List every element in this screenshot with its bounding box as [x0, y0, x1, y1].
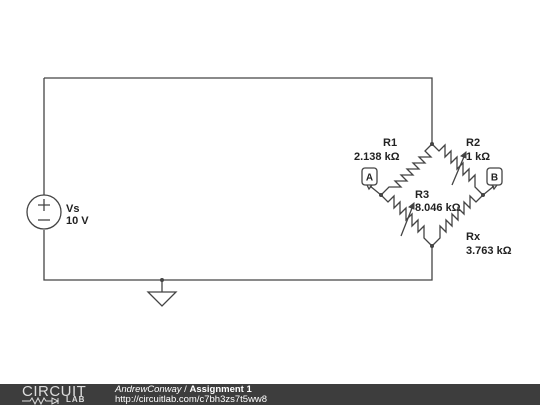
circuitlab-logo[interactable]: CIRCUIT LAB [22, 383, 102, 405]
logo-text-bottom: LAB [66, 395, 86, 404]
voltage-probe-a[interactable]: A [361, 167, 382, 196]
r2-name-label: R2 [466, 137, 480, 149]
r3-name-label: R3 [415, 189, 429, 201]
circuit-schematic: Vs 10 V R1 2.138 kΩ R2 1 kΩ R3 8.046 kΩ … [26, 77, 512, 307]
rx-value-label: 3.763 kΩ [466, 245, 512, 257]
ground-symbol [146, 291, 178, 307]
vs-value-label: 10 V [66, 215, 89, 227]
resistor-r2[interactable] [431, 143, 484, 196]
resistor-rx[interactable] [431, 194, 484, 247]
resistor-r1[interactable] [380, 143, 433, 196]
author-link[interactable]: AndrewConway [115, 384, 182, 395]
probe-a-label: A [366, 173, 373, 184]
logo-text-top: CIRCUIT [22, 383, 87, 400]
circuit-title[interactable]: Assignment 1 [189, 384, 252, 395]
footer-credit: AndrewConway / Assignment 1 [115, 384, 252, 395]
footer-bar: CIRCUIT LAB AndrewConway / Assignment 1 … [0, 383, 540, 405]
wires [43, 77, 433, 292]
resistor-r3[interactable] [380, 194, 433, 247]
r3-value-label: 8.046 kΩ [415, 202, 461, 214]
resistor-logo-icon [22, 397, 60, 405]
ground-node [160, 278, 164, 282]
r1-value-label: 2.138 kΩ [354, 151, 400, 163]
breadcrumb-separator: / [181, 384, 190, 395]
voltage-probe-b[interactable]: B [482, 167, 503, 196]
vs-name-label: Vs [66, 203, 79, 215]
circuit-url-link[interactable]: http://circuitlab.com/c7bh3zs7t5ww8 [115, 394, 268, 405]
rx-name-label: Rx [466, 231, 481, 243]
r1-name-label: R1 [383, 137, 397, 149]
probe-b-label: B [491, 173, 498, 184]
r2-value-label: 1 kΩ [466, 151, 490, 163]
voltage-source-vs[interactable] [26, 194, 62, 230]
